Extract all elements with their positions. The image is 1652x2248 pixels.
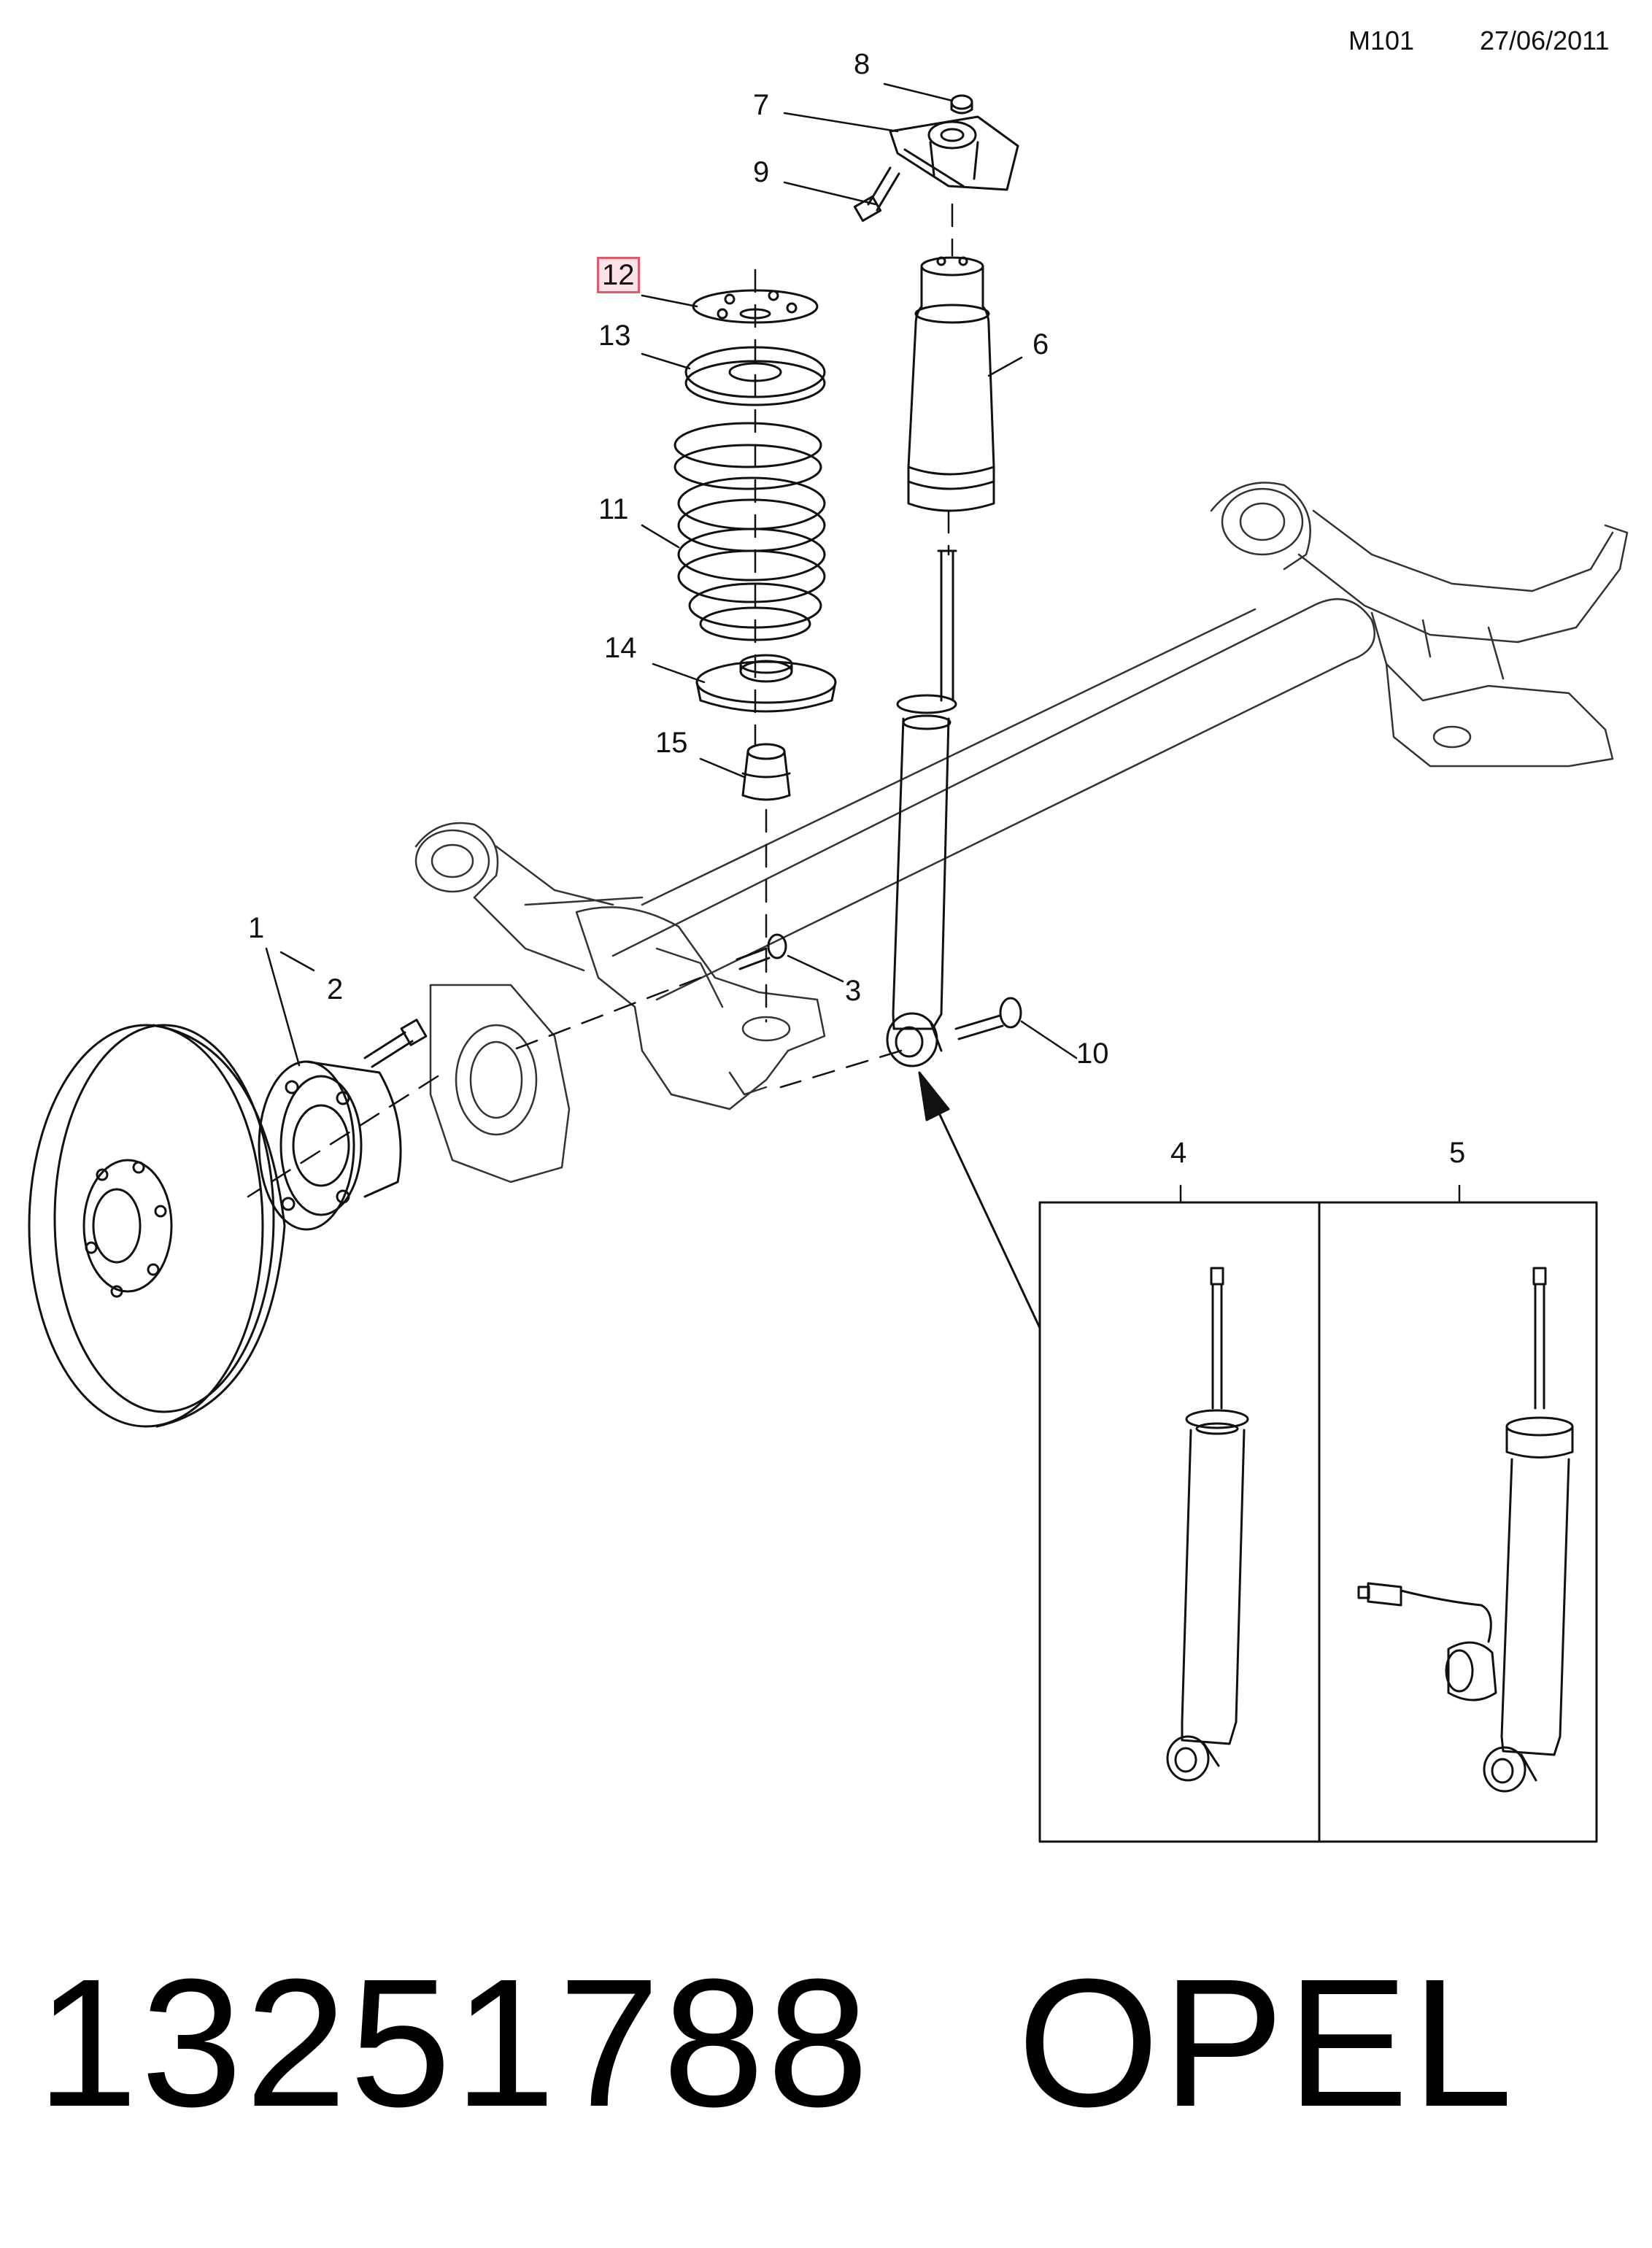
callout-13: 13	[598, 320, 631, 352]
shock-lower-bolt	[954, 997, 1022, 1040]
callout-5: 5	[1449, 1137, 1466, 1169]
bump-stop	[741, 743, 791, 801]
diagram-code: M101	[1348, 26, 1415, 55]
shock-absorber	[886, 256, 995, 1067]
diagram-date: 27/06/2011	[1480, 26, 1610, 55]
callout-10: 10	[1076, 1038, 1109, 1070]
upper-mount	[889, 115, 1019, 191]
callout-2: 2	[327, 973, 344, 1005]
assembly-lines	[247, 203, 954, 1198]
detail-arrow	[918, 1071, 1041, 1329]
brake-disc	[28, 1024, 286, 1428]
callout-4: 4	[1170, 1137, 1187, 1169]
callout-11: 11	[598, 493, 629, 525]
shock-variant-5	[1357, 1267, 1574, 1793]
wheel-hub-bolt	[363, 1019, 428, 1068]
knuckle-bolt	[736, 933, 787, 970]
callout-15: 15	[655, 727, 688, 759]
upper-mount-nut	[950, 94, 973, 115]
callout-9: 9	[753, 156, 770, 188]
coil-spring	[673, 422, 826, 641]
brand-name: OPEL	[1017, 1941, 1516, 2144]
callout-3: 3	[845, 975, 862, 1007]
variant-detail-box	[1038, 1201, 1598, 1843]
callout-8: 8	[854, 48, 871, 80]
callout-6: 6	[1032, 328, 1049, 360]
callout-7: 7	[753, 89, 770, 121]
spring-seat-lower	[695, 654, 837, 713]
upper-mount-bolt	[853, 166, 900, 223]
leader-lines	[265, 82, 1461, 1204]
axle-beam	[414, 482, 1629, 1183]
callout-1: 1	[248, 912, 265, 944]
part-number: 13251788	[36, 1941, 872, 2144]
shock-variant-4	[1166, 1267, 1249, 1782]
callout-14: 14	[604, 632, 637, 664]
wheel-hub-bearing	[258, 1060, 402, 1231]
callout-12-highlighted: 12	[597, 257, 640, 293]
